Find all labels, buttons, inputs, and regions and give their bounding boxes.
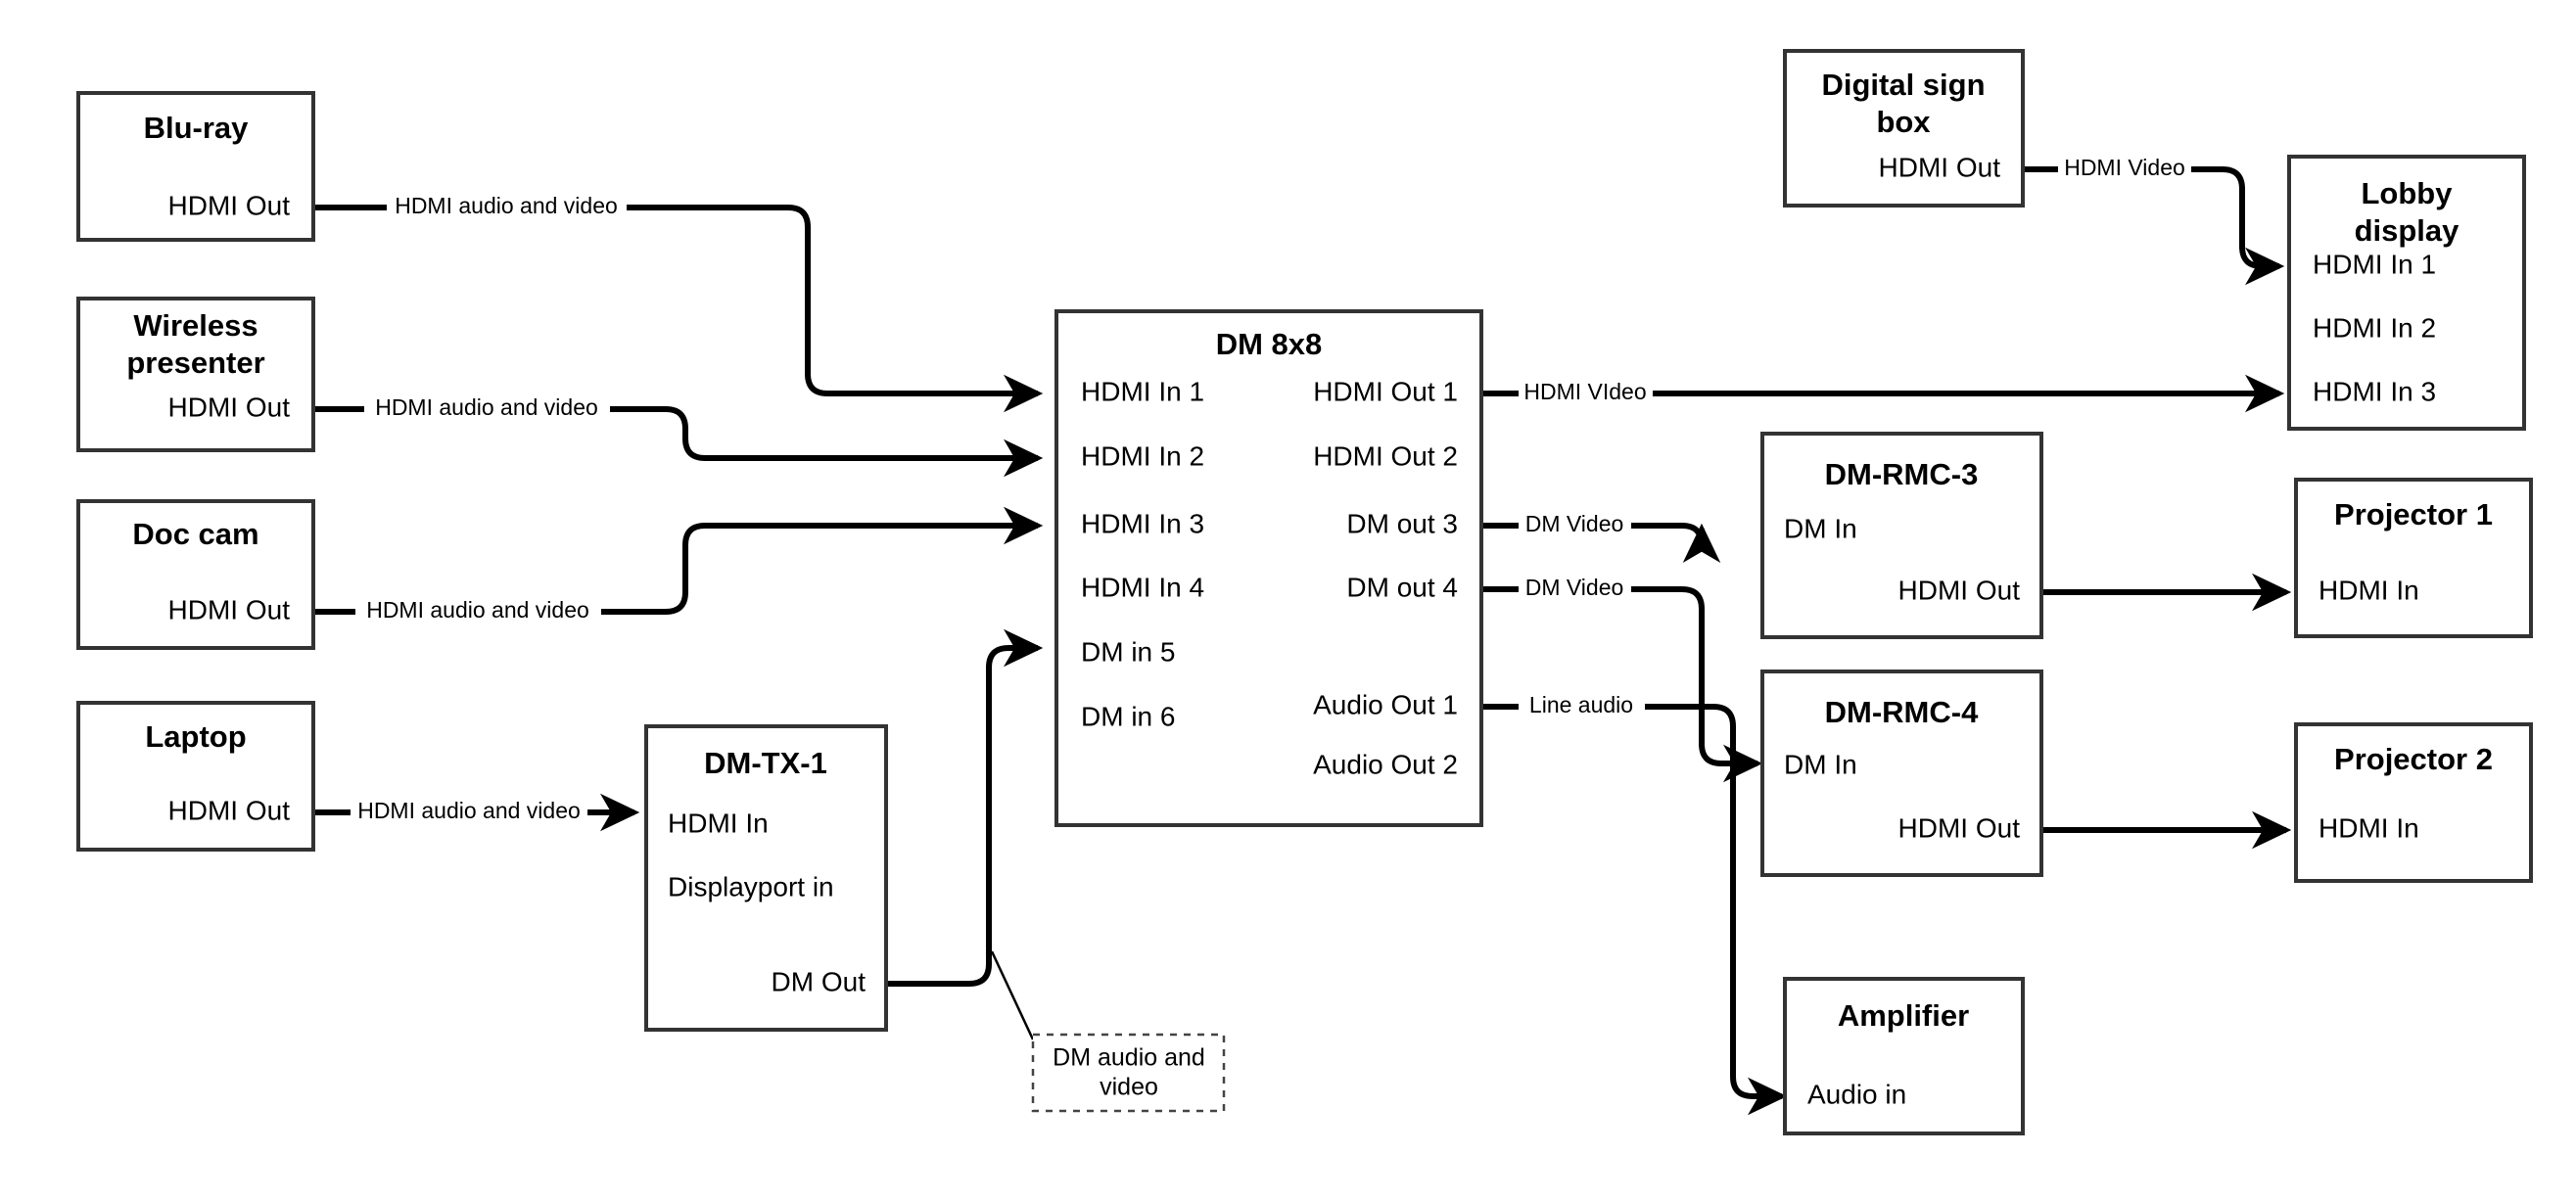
- edge-doccam-to-dm8x8: [313, 526, 1038, 615]
- node-projector-1-title: Projector 1: [2334, 497, 2493, 531]
- node-dm-8x8[interactable]: DM 8x8 HDMI In 1 HDMI In 2 HDMI In 3 HDM…: [1054, 309, 1483, 827]
- node-wireless-presenter-box[interactable]: [76, 297, 315, 452]
- node-lobby-display-input-hdmi-in-1: HDMI In 1: [2313, 249, 2436, 279]
- edge-label-doccam: HDMI audio and video: [366, 597, 589, 623]
- node-wireless-presenter[interactable]: Wireless presenter HDMI Out: [76, 297, 315, 452]
- node-amplifier-title: Amplifier: [1838, 998, 1969, 1033]
- node-dm-8x8-output-hdmi-out-2: HDMI Out 2: [1313, 440, 1458, 471]
- node-dm-8x8-output-dm-out-3: DM out 3: [1346, 508, 1458, 538]
- node-dm-rmc-3-box[interactable]: [1760, 432, 2043, 639]
- note-dm-audio-and-video-line1: DM audio and: [1053, 1044, 1205, 1072]
- node-dm-8x8-input-hdmi-in-4: HDMI In 4: [1081, 572, 1204, 602]
- node-dm-8x8-input-hdmi-in-1: HDMI In 1: [1081, 376, 1204, 406]
- node-dm-rmc-4-port-hdmi-out: HDMI Out: [1898, 812, 2021, 843]
- node-laptop-box[interactable]: [76, 701, 315, 852]
- node-doc-cam-port-hdmi-out: HDMI Out: [168, 594, 291, 624]
- node-projector-2[interactable]: Projector 2 HDMI In: [2294, 722, 2533, 883]
- node-digital-sign-box-box[interactable]: [1783, 49, 2025, 208]
- edge-label-laptop: HDMI audio and video: [357, 798, 581, 823]
- node-dm-8x8-title: DM 8x8: [1216, 327, 1323, 361]
- edge-label-dm-out4: DM Video: [1525, 575, 1624, 600]
- node-wireless-presenter-port-hdmi-out: HDMI Out: [168, 392, 291, 422]
- node-dm-rmc-3-title: DM-RMC-3: [1825, 457, 1979, 491]
- node-dm-tx-1-port-displayport-in: Displayport in: [668, 871, 834, 901]
- note-dm-audio-and-video: DM audio and video: [1031, 1033, 1226, 1113]
- node-amplifier-box[interactable]: [1783, 977, 2025, 1135]
- edge-label-wireless: HDMI audio and video: [375, 394, 598, 420]
- edge-digitalsign-to-lobby: [2020, 166, 2279, 266]
- node-dm-8x8-box[interactable]: [1054, 309, 1483, 827]
- node-projector-1-box[interactable]: [2294, 478, 2533, 638]
- edge-label-sign-lobby: HDMI Video: [2064, 155, 2185, 180]
- note-dm-audio-and-video-line2: video: [1100, 1074, 1158, 1101]
- node-projector-2-title: Projector 2: [2334, 742, 2493, 776]
- node-dm-8x8-input-hdmi-in-3: HDMI In 3: [1081, 508, 1204, 538]
- node-dm-rmc-3-port-hdmi-out: HDMI Out: [1898, 575, 2021, 605]
- node-dm-rmc-4-port-dm-in: DM In: [1784, 749, 1857, 779]
- node-digital-sign-box-port-hdmi-out: HDMI Out: [1879, 152, 2001, 182]
- node-amplifier[interactable]: Amplifier Audio in: [1783, 977, 2025, 1135]
- node-bluray[interactable]: Blu-ray HDMI Out: [76, 91, 315, 242]
- node-dm-rmc-4[interactable]: DM-RMC-4 DM In HDMI Out: [1760, 670, 2043, 877]
- node-dm-rmc-3[interactable]: DM-RMC-3 DM In HDMI Out: [1760, 432, 2043, 639]
- node-dm-tx-1[interactable]: DM-TX-1 HDMI In Displayport in DM Out: [644, 724, 888, 1032]
- node-doc-cam[interactable]: Doc cam HDMI Out: [76, 499, 315, 650]
- node-dm-tx-1-box[interactable]: [644, 724, 888, 1032]
- edge-label-dm-out3: DM Video: [1525, 511, 1624, 536]
- node-wireless-presenter-title-line2: presenter: [126, 346, 264, 380]
- node-lobby-display-title-line2: display: [2355, 213, 2460, 248]
- edge-dm8x8-out4-to-rmc4: [1481, 586, 1757, 763]
- node-lobby-display-title-line1: Lobby: [2362, 176, 2454, 210]
- node-bluray-box[interactable]: [76, 91, 315, 242]
- node-digital-sign-box-title-line2: box: [1876, 105, 1931, 139]
- node-laptop-port-hdmi-out: HDMI Out: [168, 795, 291, 825]
- node-wireless-presenter-title-line1: Wireless: [133, 308, 258, 343]
- node-dm-8x8-output-dm-out-4: DM out 4: [1346, 572, 1458, 602]
- node-digital-sign-box[interactable]: Digital sign box HDMI Out: [1783, 49, 2025, 208]
- node-dm-tx-1-port-dm-out: DM Out: [772, 966, 866, 996]
- node-dm-tx-1-port-hdmi-in: HDMI In: [668, 808, 769, 838]
- node-dm-tx-1-title: DM-TX-1: [704, 746, 827, 780]
- node-lobby-display-box[interactable]: [2287, 155, 2526, 431]
- node-projector-2-port-hdmi-in: HDMI In: [2318, 812, 2419, 843]
- node-laptop-title: Laptop: [145, 719, 246, 754]
- node-lobby-display-input-hdmi-in-2: HDMI In 2: [2313, 312, 2436, 343]
- node-bluray-title: Blu-ray: [144, 111, 250, 145]
- node-dm-rmc-4-box[interactable]: [1760, 670, 2043, 877]
- edge-label-bluray: HDMI audio and video: [395, 193, 618, 218]
- edge-bluray-to-dm8x8: [313, 205, 1038, 393]
- node-lobby-display-input-hdmi-in-3: HDMI In 3: [2313, 376, 2436, 406]
- edge-label-dm-audio: Line audio: [1529, 692, 1633, 717]
- node-amplifier-port-audio-in: Audio in: [1807, 1079, 1906, 1109]
- node-digital-sign-box-title-line1: Digital sign: [1821, 68, 1985, 102]
- node-dm-8x8-input-dm-in-5: DM in 5: [1081, 636, 1175, 667]
- node-dm-rmc-3-port-dm-in: DM In: [1784, 513, 1857, 543]
- node-bluray-port-hdmi-out: HDMI Out: [168, 190, 291, 220]
- node-dm-8x8-input-dm-in-6: DM in 6: [1081, 701, 1175, 731]
- note-leader-line: [990, 950, 1035, 1040]
- node-projector-1-port-hdmi-in: HDMI In: [2318, 575, 2419, 605]
- node-lobby-display[interactable]: Lobby display HDMI In 1 HDMI In 2 HDMI I…: [2287, 155, 2526, 431]
- edge-label-dm-out1: HDMI VIdeo: [1523, 379, 1646, 404]
- edge-dm8x8-out3-to-rmc3: [1481, 526, 1702, 545]
- edge-wireless-to-dm8x8: [313, 406, 1038, 458]
- edge-dm8x8-audio-to-amplifier: [1481, 704, 1782, 1096]
- note-dm-audio-and-video-box: [1031, 1033, 1226, 1113]
- node-dm-8x8-output-audio-out-1: Audio Out 1: [1313, 689, 1458, 719]
- node-dm-8x8-output-hdmi-out-1: HDMI Out 1: [1313, 376, 1458, 406]
- node-dm-8x8-output-audio-out-2: Audio Out 2: [1313, 749, 1458, 779]
- node-doc-cam-title: Doc cam: [132, 517, 258, 551]
- node-dm-rmc-4-title: DM-RMC-4: [1825, 695, 1979, 729]
- node-doc-cam-box[interactable]: [76, 499, 315, 650]
- edge-dmtx1-to-dm8x8: [884, 628, 1044, 987]
- node-projector-2-box[interactable]: [2294, 722, 2533, 883]
- node-projector-1[interactable]: Projector 1 HDMI In: [2294, 478, 2533, 638]
- node-laptop[interactable]: Laptop HDMI Out: [76, 701, 315, 852]
- node-dm-8x8-input-hdmi-in-2: HDMI In 2: [1081, 440, 1204, 471]
